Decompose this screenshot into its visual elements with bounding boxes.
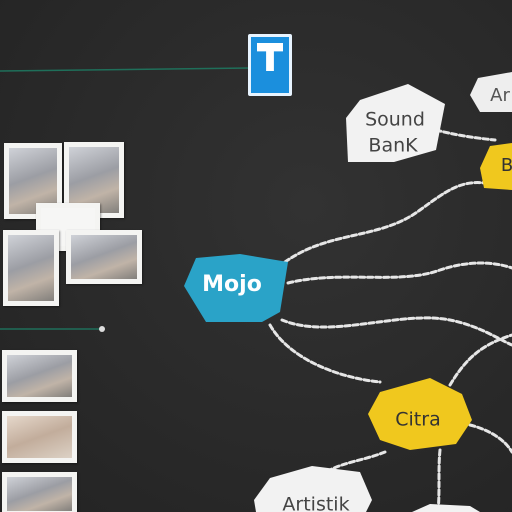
tag-icon-glyph: [257, 43, 283, 71]
node-artistik[interactable]: [254, 466, 372, 512]
node-mojo[interactable]: [184, 254, 288, 322]
node-sound-bank[interactable]: [346, 84, 445, 162]
guide-line-top: [0, 67, 251, 72]
connector-mojo-lower: [280, 316, 512, 347]
node-bottom-partial[interactable]: [412, 504, 480, 512]
connector-mojo-right: [286, 261, 512, 285]
node-ar-label: Ar: [490, 85, 510, 106]
photo-card[interactable]: [66, 230, 142, 284]
tag-icon[interactable]: [248, 34, 292, 96]
node-citra[interactable]: [368, 378, 472, 450]
node-sound-bank-label-1: Sound: [365, 109, 425, 131]
connector-citra-right: [468, 423, 512, 454]
connector-soundbank-b: [434, 128, 497, 142]
node-b[interactable]: [480, 143, 512, 190]
node-ar[interactable]: [470, 72, 512, 112]
node-citra-label: Citra: [395, 409, 440, 431]
node-b-label: B: [501, 155, 512, 176]
connector-mojo-citra: [268, 323, 382, 384]
guide-handle[interactable]: [99, 326, 105, 332]
photo-card[interactable]: [2, 411, 77, 463]
node-sound-bank-label-2: BanK: [368, 135, 418, 157]
connector-citra-down: [436, 448, 442, 512]
photo-card[interactable]: [2, 472, 77, 512]
photo-card[interactable]: [3, 230, 59, 306]
node-artistik-label: Artistik: [282, 494, 349, 512]
connector-citra-up: [448, 333, 512, 387]
connector-mojo-b: [283, 181, 487, 264]
connector-citra-artistik: [328, 450, 387, 472]
photo-card[interactable]: [2, 350, 77, 402]
node-mojo-label: Mojo: [202, 272, 262, 297]
